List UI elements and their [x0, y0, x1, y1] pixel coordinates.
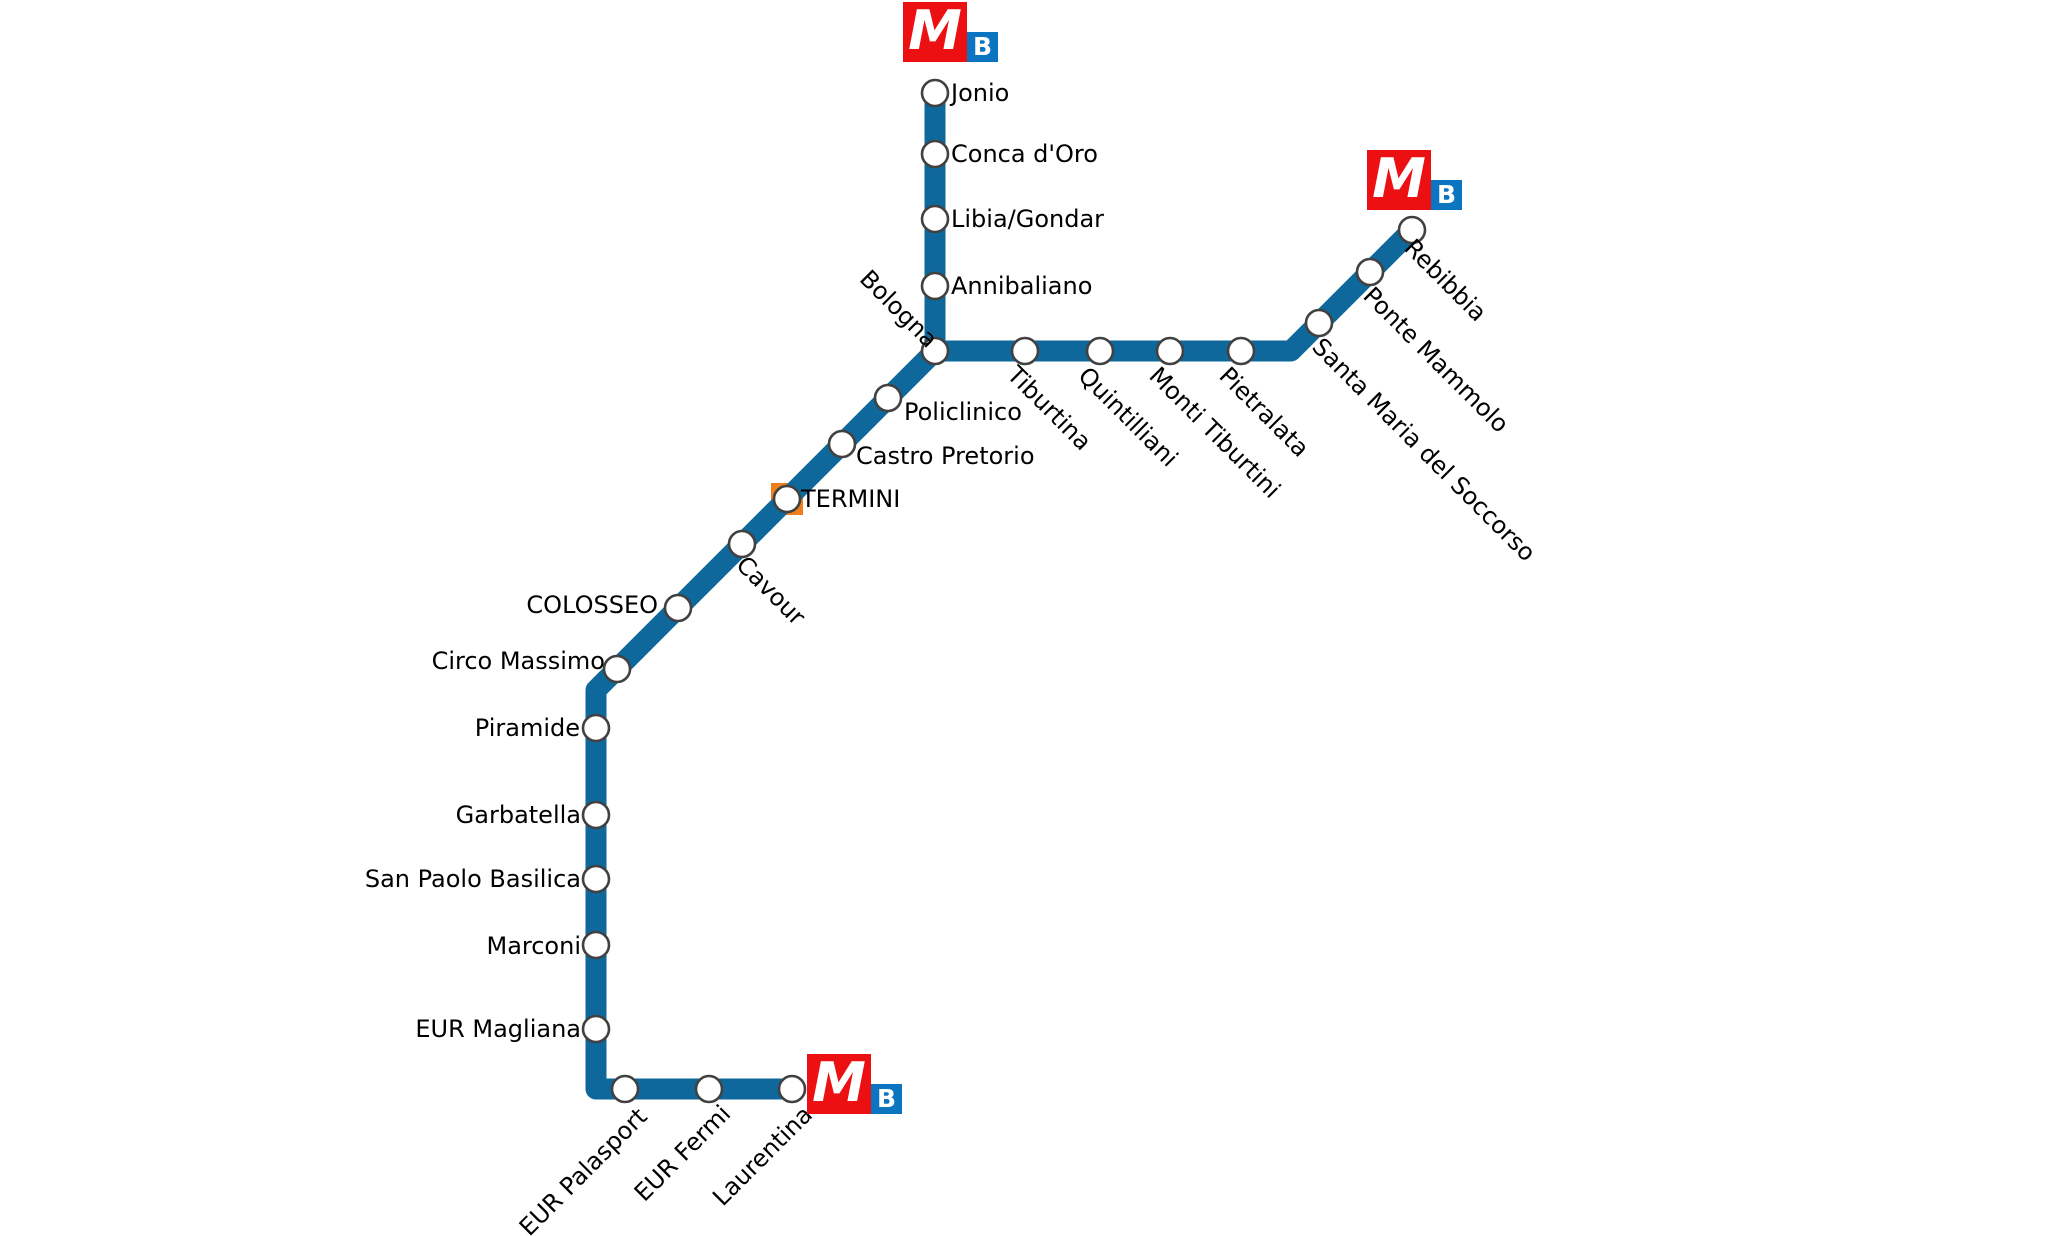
- station-label-castro-pretorio: Castro Pretorio: [856, 442, 1035, 470]
- station-label-san-paolo-basilica: San Paolo Basilica: [364, 865, 581, 893]
- metro-m-icon: M: [1367, 150, 1431, 210]
- station-dot-eur-palasport: [610, 1074, 640, 1104]
- station-dot-garbatella: [581, 800, 611, 830]
- station-label-libia-gondar: Libia/Gondar: [951, 205, 1105, 233]
- station-label-jonio: Jonio: [951, 79, 1010, 107]
- station-label-eur-magliana: EUR Magliana: [415, 1015, 581, 1043]
- station-label-piramide: Piramide: [474, 714, 580, 742]
- station-dot-policlinico: [873, 383, 903, 413]
- station-dot-monti-tiburtini: [1155, 336, 1185, 366]
- station-dot-marconi: [581, 930, 611, 960]
- station-label-colosseo: COLOSSEO: [526, 591, 658, 619]
- station-dot-rebibbia: [1397, 215, 1427, 245]
- station-dot-eur-magliana: [581, 1014, 611, 1044]
- station-label-circo-massimo: Circo Massimo: [431, 647, 605, 675]
- station-dot-termini: [772, 484, 802, 514]
- station-dot-eur-fermi: [694, 1074, 724, 1104]
- metro-logo-jonio-terminus: M B: [903, 2, 998, 62]
- station-label-garbatella: Garbatella: [455, 801, 581, 829]
- station-dot-bologna: [920, 336, 950, 366]
- station-dot-santa-maria-del-soccorso: [1304, 308, 1334, 338]
- station-dot-circo-massimo: [602, 654, 632, 684]
- station-dot-libia-gondar: [920, 204, 950, 234]
- station-label-conca-d-oro: Conca d'Oro: [951, 140, 1098, 168]
- metro-m-icon: M: [807, 1054, 871, 1114]
- station-label-marconi: Marconi: [486, 932, 581, 960]
- metro-logo-rebibbia-terminus: M B: [1367, 150, 1462, 210]
- station-dot-quintilliani: [1085, 336, 1115, 366]
- station-label-policlinico: Policlinico: [904, 398, 1022, 426]
- station-dot-conca-d-oro: [920, 139, 950, 169]
- station-dot-jonio: [920, 78, 950, 108]
- line-b-badge: B: [967, 32, 998, 62]
- station-dot-san-paolo-basilica: [581, 864, 611, 894]
- station-dot-laurentina: [777, 1074, 807, 1104]
- line-b-main-path: [585, 222, 1420, 1100]
- station-label-annibaliano: Annibaliano: [951, 272, 1093, 300]
- station-dot-castro-pretorio: [827, 429, 857, 459]
- station-dot-annibaliano: [920, 271, 950, 301]
- station-dot-piramide: [581, 713, 611, 743]
- station-label-termini: TERMINI: [801, 485, 901, 513]
- metro-logo-laurentina-terminus: M B: [807, 1054, 902, 1114]
- station-dot-cavour: [727, 529, 757, 559]
- line-b-badge: B: [1431, 180, 1462, 210]
- station-dot-tiburtina: [1010, 336, 1040, 366]
- station-dot-ponte-mammolo: [1355, 257, 1385, 287]
- metro-m-icon: M: [903, 2, 967, 62]
- line-b-badge: B: [871, 1084, 902, 1114]
- station-dot-colosseo: [663, 593, 693, 623]
- station-dot-pietralata: [1226, 336, 1256, 366]
